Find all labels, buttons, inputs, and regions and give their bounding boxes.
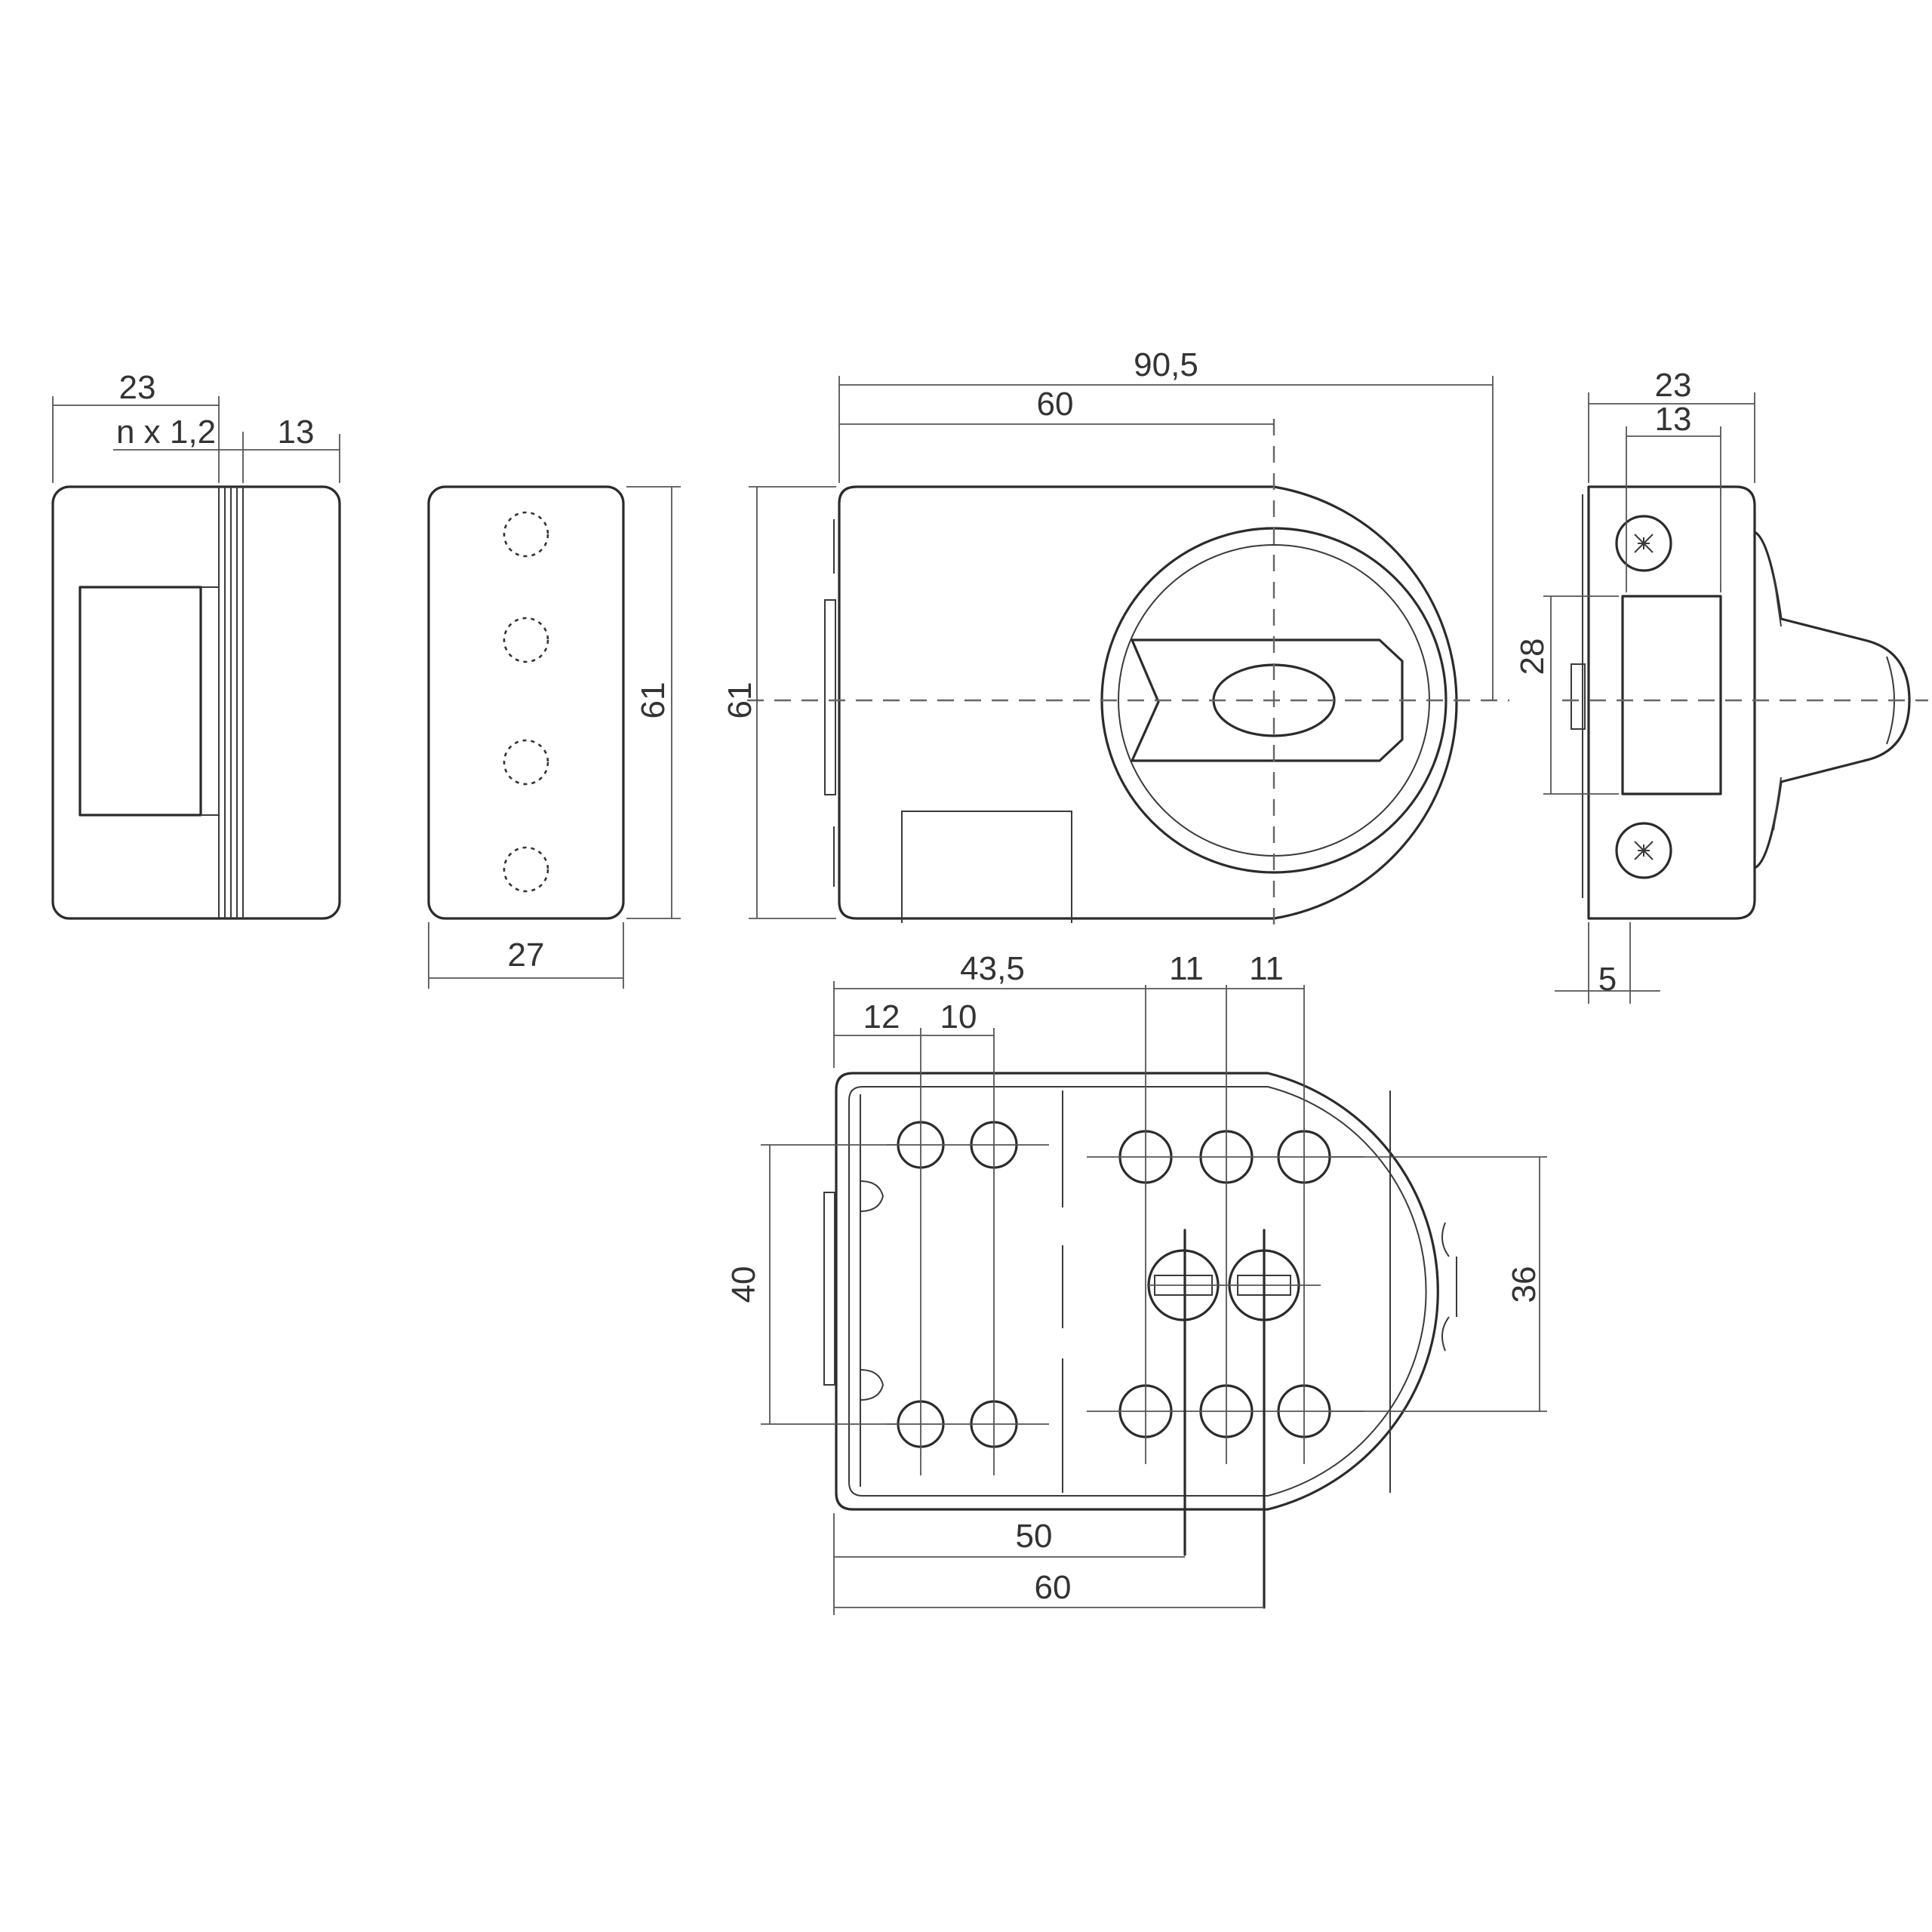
dim-label-61: 61	[635, 682, 672, 719]
side-view-right: 23 13 28 5	[1514, 367, 1928, 1004]
dim-label-60-top: 60	[1037, 386, 1074, 423]
screw-head-icon	[1615, 822, 1672, 879]
dim-label-13: 13	[278, 414, 315, 451]
dim-label-90-5: 90,5	[1134, 346, 1198, 383]
screw-hole-dashed	[503, 846, 549, 893]
dim-label-50: 50	[1016, 1518, 1053, 1555]
dim-label-40: 40	[725, 1266, 762, 1303]
screw-head-icon	[1615, 515, 1672, 572]
dim-label-13-right: 13	[1655, 401, 1692, 438]
screw-hole-dashed	[503, 739, 549, 786]
knob	[1753, 531, 1911, 869]
dim-label-23: 23	[119, 369, 156, 406]
dim-label-28: 28	[1514, 638, 1551, 675]
dim-label-36: 36	[1506, 1266, 1543, 1303]
screw-hole-dashed	[503, 617, 549, 663]
side-view-left: 23 n x 1,2 13	[51, 369, 341, 920]
dim-label-43-5: 43,5	[960, 950, 1025, 987]
dim-label-11a: 11	[1169, 950, 1204, 987]
dim-label-60-bottom: 60	[1035, 1569, 1072, 1606]
back-view: 43,5 12 10 11 11 40 36 50 60	[725, 950, 1547, 1615]
screw-hole-dashed	[503, 511, 549, 558]
dim-label-27: 27	[508, 937, 545, 974]
dim-label-23-right: 23	[1655, 367, 1692, 404]
dim-label-5: 5	[1598, 961, 1617, 998]
dim-label-11b: 11	[1249, 950, 1284, 987]
dim-label-61-front: 61	[721, 682, 758, 719]
front-view: 90,5 60 61	[721, 346, 1509, 928]
keeper-view: 61 27	[427, 485, 681, 989]
dim-label-12: 12	[863, 998, 900, 1035]
dim-label-10: 10	[940, 998, 977, 1035]
dim-label-n-x-1-2: n x 1,2	[116, 414, 216, 451]
